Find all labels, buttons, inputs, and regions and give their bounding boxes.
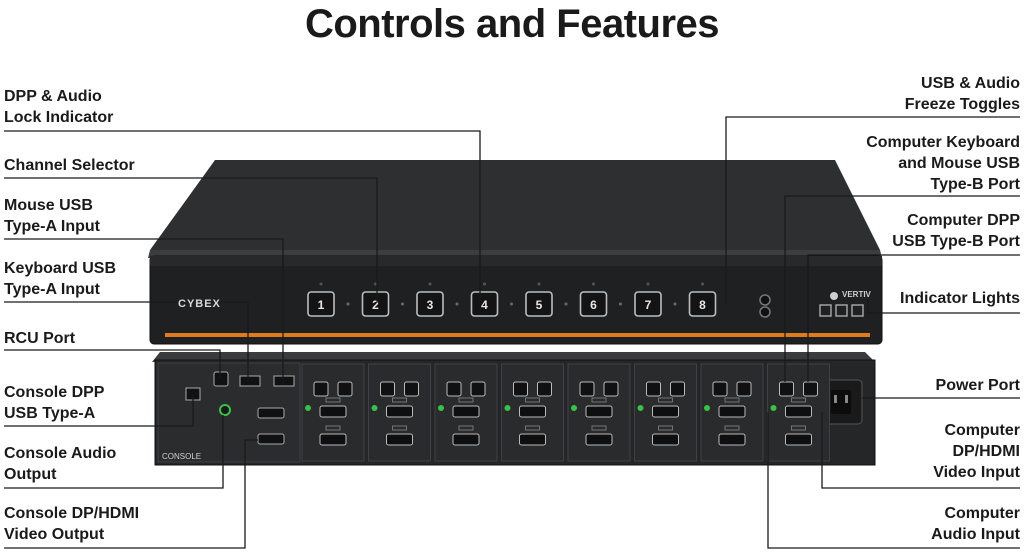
svg-text:2: 2 [372,298,379,312]
label-power-port: Power Port [935,377,1020,394]
channel-button-1[interactable]: 1 [307,291,335,317]
freeze-toggles [759,294,771,318]
front-unit [148,160,883,345]
label-indicator-lights: Indicator Lights [900,290,1020,307]
vendor-logo: VERTIV [842,290,871,299]
computer-port-group-7 [700,363,764,462]
divider-dot [455,302,459,306]
divider-dot [510,302,513,306]
channel-button-5[interactable]: 5 [525,291,553,317]
svg-text:7: 7 [645,298,652,312]
console-ports [185,371,295,445]
svg-text:1: 1 [318,298,325,312]
channel-button-3[interactable]: 3 [416,291,444,317]
accent-strip [165,333,870,337]
label-rcu-port: RCU Port [4,330,76,347]
computer-port-group-6 [634,363,697,462]
computer-port-group-4 [501,363,564,462]
divider-dot [673,302,677,306]
computer-port-group-1 [301,363,365,462]
channel-led [646,282,650,286]
computer-port-groups [301,363,830,462]
channel-led [537,282,541,286]
divider-dot [401,302,404,306]
indicator-lights-group [819,292,864,317]
channel-button-8[interactable]: 8 [688,291,717,317]
divider-dot [346,302,350,306]
channel-led [374,282,377,286]
channel-button-7[interactable]: 7 [634,291,662,317]
channel-led [483,282,486,286]
divider-dot [619,302,622,306]
channel-button-6[interactable]: 6 [579,291,608,317]
channel-button-4[interactable]: 4 [470,291,499,317]
svg-text:3: 3 [427,298,434,312]
svg-text:5: 5 [536,298,543,312]
brand-label: CYBEX [178,298,221,310]
computer-port-group-5 [567,363,631,462]
svg-text:4: 4 [481,298,488,312]
channel-buttons: 1 2 3 4 5 6 7 8 [307,282,717,317]
channel-led [701,282,704,286]
computer-port-group-8 [767,363,830,462]
channel-button-2[interactable]: 2 [361,291,390,317]
divider-dot [564,302,568,306]
computer-port-group-3 [434,363,498,462]
page-title: Controls and Features [304,2,720,46]
svg-text:6: 6 [590,298,597,312]
console-tag: CONSOLE [162,452,202,461]
callout-lines [4,116,1020,549]
channel-led [319,282,323,286]
computer-port-group-2 [368,363,431,462]
channel-led [428,282,432,286]
label-channel-selector: Channel Selector [4,157,135,174]
svg-text:8: 8 [699,298,706,312]
channel-led [592,282,595,286]
